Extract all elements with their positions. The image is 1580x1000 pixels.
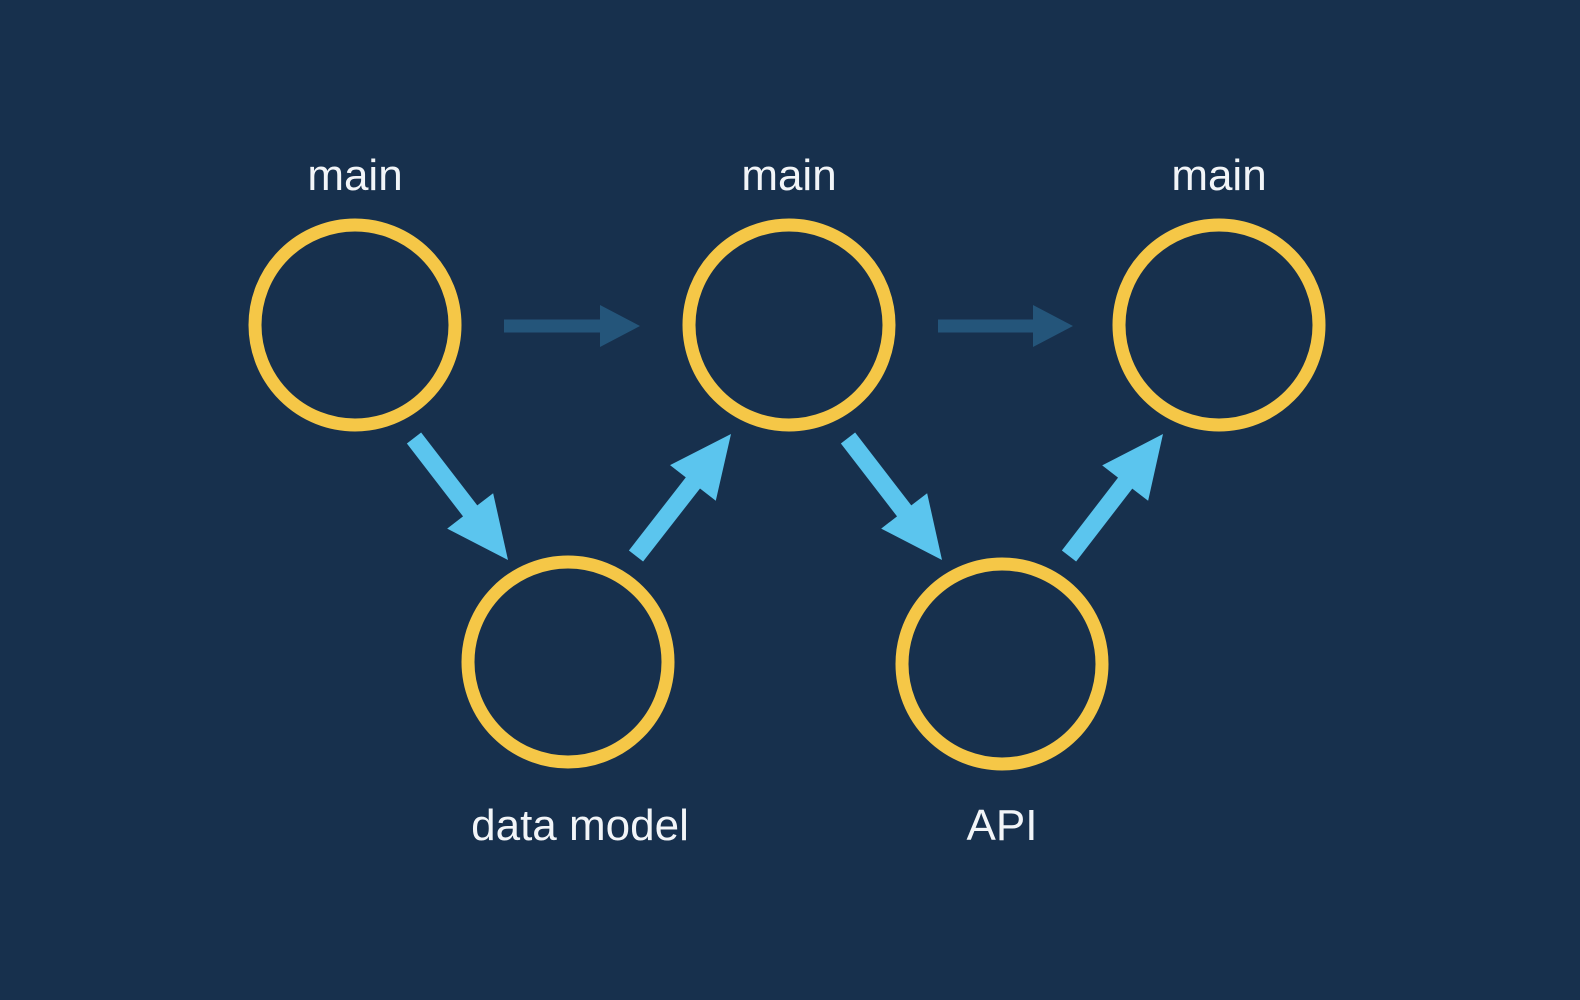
node-label-data-model: data model <box>471 801 689 850</box>
node-circle-main-3[interactable] <box>1112 218 1326 432</box>
node-circle-api[interactable] <box>895 557 1109 771</box>
labels-layer: main main main data model API <box>307 151 1266 850</box>
node-circle-main-2[interactable] <box>682 218 896 432</box>
edges-layer <box>406 305 1163 562</box>
edge-arrow-main1-to-data-model <box>406 432 508 560</box>
edge-arrow-main2-to-api <box>840 432 942 560</box>
nodes-layer <box>248 218 1326 771</box>
node-label-api: API <box>967 801 1038 850</box>
edge-arrow-main1-to-main2 <box>504 305 640 347</box>
node-label-main-1: main <box>307 151 402 200</box>
edge-arrow-data-model-to-main2 <box>628 434 731 562</box>
node-label-main-3: main <box>1171 151 1266 200</box>
edge-arrow-api-to-main3 <box>1061 434 1163 562</box>
node-circle-main-1[interactable] <box>248 218 462 432</box>
node-circle-data-model[interactable] <box>461 555 675 769</box>
edge-arrow-main2-to-main3 <box>938 305 1073 347</box>
node-label-main-2: main <box>741 151 836 200</box>
